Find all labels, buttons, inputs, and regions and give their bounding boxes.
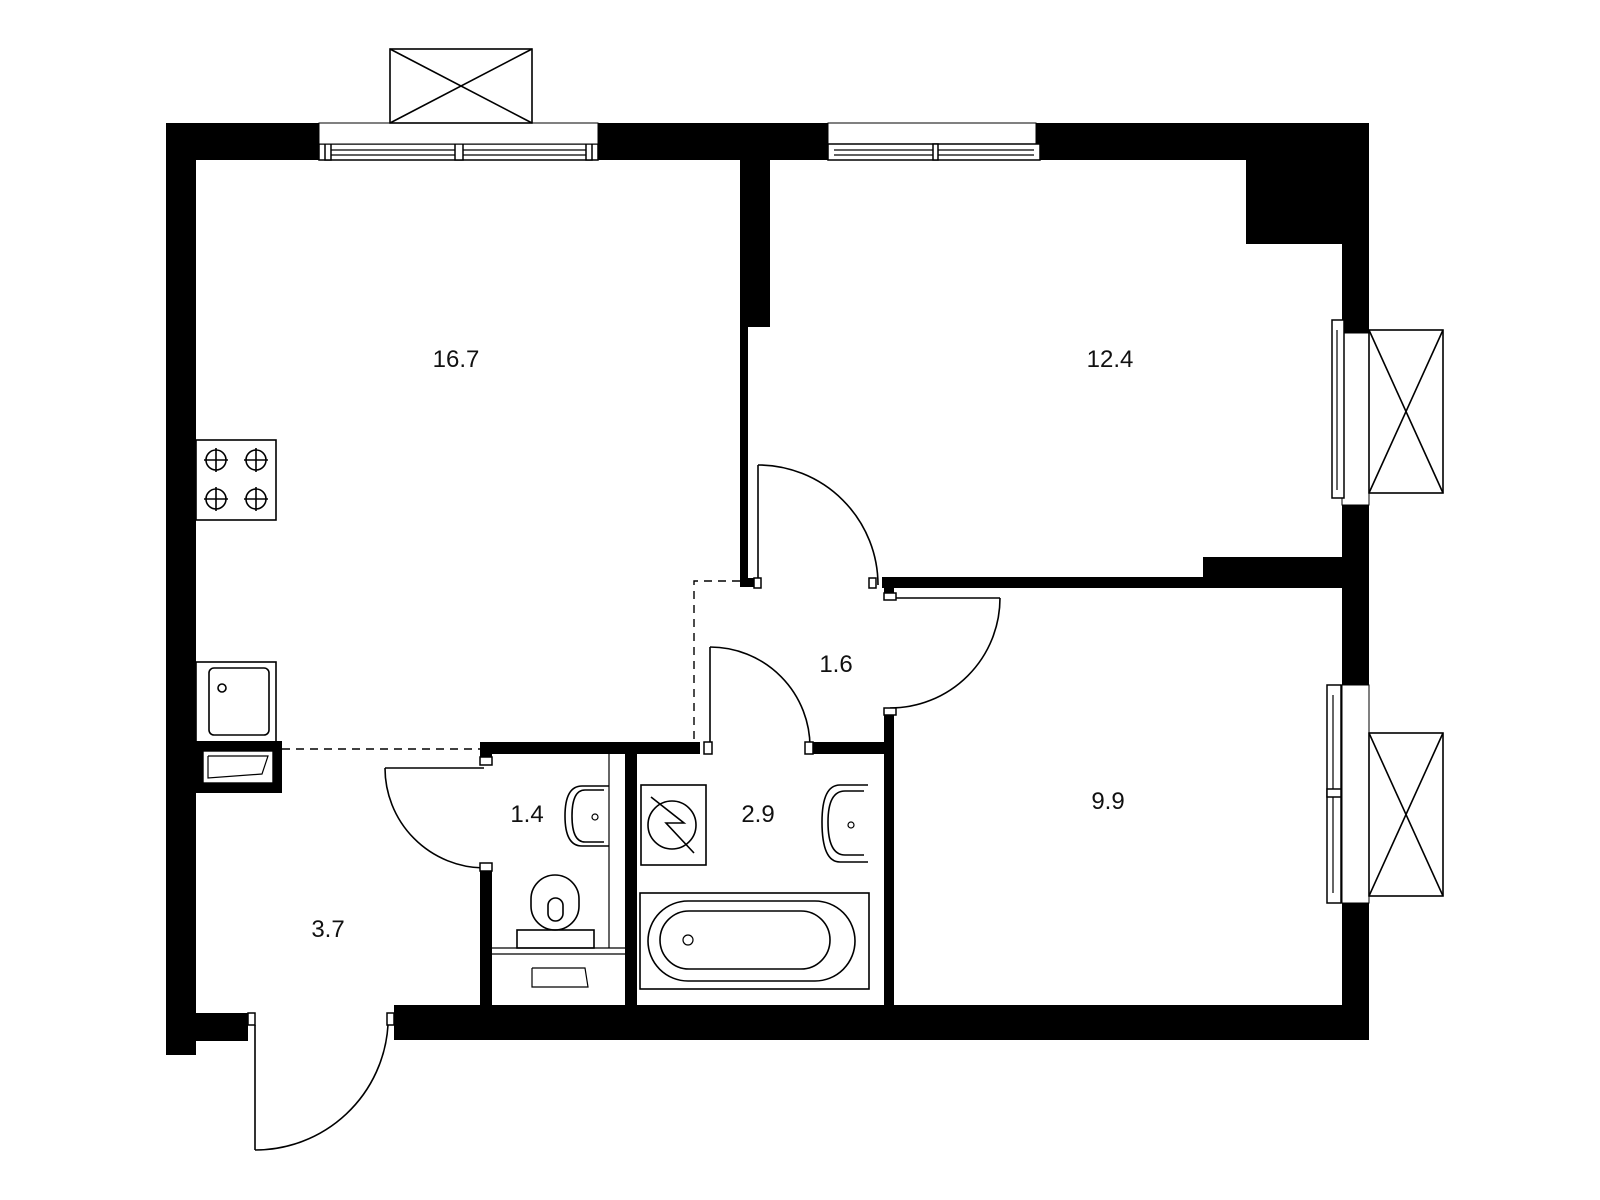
room-area-entrance: 3.7 (311, 916, 345, 943)
stove-icon (195, 439, 277, 521)
room-area-toilet: 1.4 (510, 801, 544, 828)
interior-walls (196, 160, 1342, 1008)
window-bedroom-1 (827, 122, 1041, 161)
bathtub-icon (639, 892, 870, 990)
window-kitchen (318, 122, 599, 161)
balcony-top (389, 48, 533, 124)
balcony-right-top (1368, 329, 1444, 494)
door-toilet (384, 756, 493, 872)
room-area-bedroom-2: 9.9 (1091, 788, 1125, 815)
door-entrance (247, 1012, 395, 1151)
window-bedroom-2 (1326, 684, 1370, 904)
door-bedroom-1 (753, 464, 879, 589)
zone-boundary-kitchen-hall (693, 580, 740, 742)
room-area-kitchen-living: 16.7 (432, 346, 480, 373)
window-bedroom-1-side (1331, 319, 1370, 506)
flush-tank-icon (531, 967, 589, 988)
bathroom-wash-basin-icon (821, 784, 868, 863)
kitchen-sink-icon (195, 661, 277, 743)
toilet-wash-basin-icon (564, 754, 610, 948)
door-bedroom-2 (883, 592, 1001, 716)
washing-machine-icon (640, 784, 707, 866)
toilet-icon (492, 874, 625, 955)
room-area-hall: 1.6 (819, 651, 853, 678)
balcony-right-bottom (1368, 732, 1444, 897)
room-area-bathroom: 2.9 (741, 801, 775, 828)
room-area-bedroom-1: 12.4 (1086, 346, 1134, 373)
door-bathroom (703, 646, 814, 755)
outer-walls (166, 123, 1369, 1055)
vent-shaft-icon (202, 750, 274, 784)
